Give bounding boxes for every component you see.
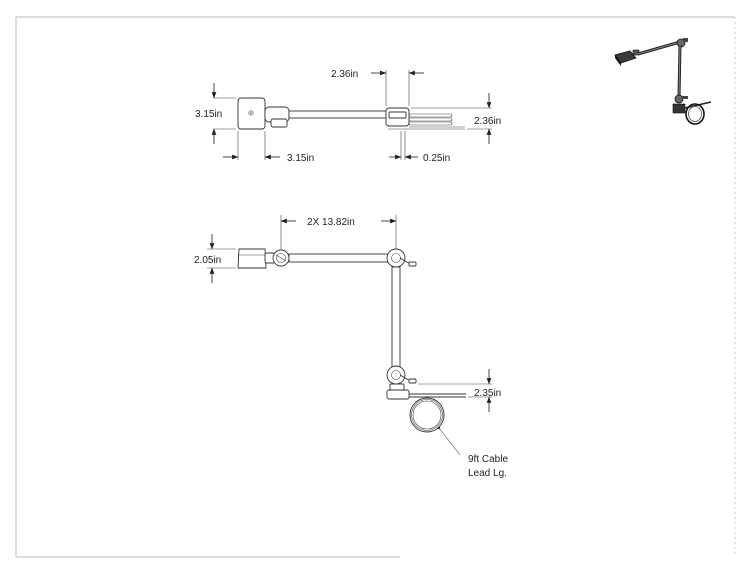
cable-note-line1: 9ft Cable: [468, 454, 508, 465]
arm-upper-front: [288, 253, 390, 263]
drawing-border: [15, 16, 736, 558]
joint-base: [386, 365, 406, 385]
arm-tube-top: [288, 110, 389, 119]
dim-arm-length: 2X 13.82in: [280, 215, 397, 249]
arm-length-label: 2X 13.82in: [307, 217, 355, 228]
dim-head-width: 3.15in: [223, 131, 314, 164]
clamp-width-label: 2.36in: [331, 69, 358, 80]
head-screw-icon: [248, 110, 254, 116]
dim-offset: 0.25in: [389, 131, 450, 164]
head-depth-label: 2.05in: [194, 255, 221, 266]
dim-clamp-height: 2.36in: [411, 93, 501, 144]
cable-coil-front: [409, 397, 445, 433]
base-knob-icon: [408, 378, 417, 384]
base-height-label: 2.35in: [474, 388, 501, 399]
clamp-height-label: 2.36in: [474, 116, 501, 127]
dim-head-height: 3.15in: [195, 83, 236, 144]
isometric-preview: [614, 38, 712, 125]
cable-note-line2: Lead Lg.: [468, 468, 507, 479]
dim-head-depth: 2.05in: [194, 234, 236, 283]
front-view: 2X 13.82in 2.05in 2.35in 9ft Cable Lead …: [194, 215, 508, 479]
cable-coil-top: [388, 113, 465, 130]
dim-clamp-width: 2.36in: [331, 69, 424, 106]
lamp-head-front: [237, 248, 267, 269]
head-height-label: 3.15in: [195, 109, 222, 120]
dim-base-height: 2.35in: [418, 369, 501, 412]
elbow-knob-icon: [408, 261, 417, 267]
offset-label: 0.25in: [423, 153, 450, 164]
cable-callout: 9ft Cable Lead Lg.: [437, 426, 508, 479]
top-view: 3.15in 3.15in 2.36in 2.36in: [195, 69, 501, 164]
arm-lower-front: [391, 266, 401, 368]
head-width-label: 3.15in: [287, 153, 314, 164]
joint-elbow: [386, 248, 406, 268]
clamp-block-front: [386, 389, 410, 400]
